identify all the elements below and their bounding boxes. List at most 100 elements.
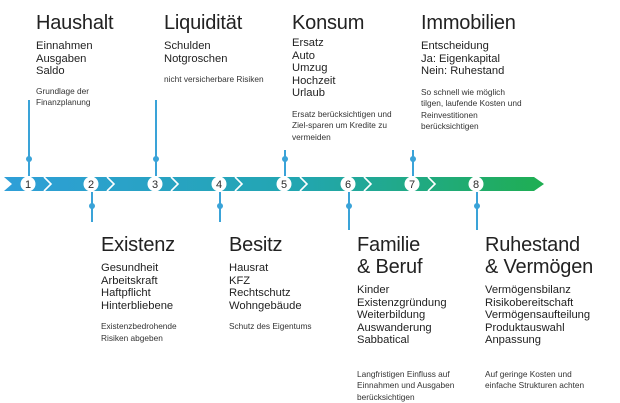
stage-title: Ruhestand & Vermögen: [485, 234, 594, 278]
timeline-chevron: [427, 176, 437, 192]
stage-item: Risikobereitschaft: [485, 296, 574, 309]
stage-item: Vermögensaufteilung: [485, 309, 591, 322]
stage-liquiditaet: Liquidität Schulden Notgroschen nicht ve…: [164, 12, 264, 86]
stage-item: Nein: Ruhestand: [421, 65, 505, 78]
stage-item: Weiterbildung: [357, 309, 426, 322]
stage-item: Schulden: [164, 40, 211, 52]
stage-items: Schulden Notgroschen: [164, 40, 264, 65]
stage-item: Auto: [292, 49, 316, 62]
stage-note: Existenzbedrohende Risiken abgeben: [101, 321, 177, 343]
stage-note: Schutz des Eigentums: [229, 321, 312, 332]
stage-item: Einnahmen: [36, 40, 93, 52]
stage-existenz: Existenz Gesundheit Arbeitskraft Haftpfl…: [101, 234, 177, 344]
timeline-node-5: [276, 176, 292, 192]
stage-item: Umzug: [292, 62, 328, 75]
timeline-chevron: [363, 176, 373, 192]
stage-note: Grundlage der Finanzplanung: [36, 85, 91, 108]
stage-item: Ausgaben: [36, 52, 87, 65]
stage-title: Existenz: [101, 234, 175, 256]
timeline-chevron: [170, 176, 180, 192]
stage-konsum: Konsum Ersatz Auto Umzug Hochzeit Urlaub…: [292, 12, 392, 143]
timeline-chevron: [106, 176, 116, 192]
stage-item: Gesundheit: [101, 262, 159, 274]
stage-item: Entscheidung: [421, 40, 489, 52]
stage-familie: Familie & Beruf Kinder Existenzgründung …: [357, 234, 454, 403]
stage-ruhestand: Ruhestand & Vermögen Vermögensbilanz Ris…: [485, 234, 593, 392]
stage-title: Familie & Beruf: [357, 234, 423, 278]
timeline-chevron: [299, 176, 309, 192]
stage-note: Ersatz berücksichtigen und Ziel-sparen u…: [292, 108, 392, 142]
connector-6: [348, 192, 350, 230]
stage-haushalt: Haushalt Einnahmen Ausgaben Saldo Grundl…: [36, 12, 114, 109]
timeline-node-label: 8: [473, 179, 479, 191]
connector-dot-1: [26, 156, 32, 162]
connector-dot-3: [153, 156, 159, 162]
stage-title: Konsum: [292, 12, 365, 34]
stage-item: Kinder: [357, 284, 390, 296]
timeline-node-label: 4: [216, 179, 222, 191]
stage-items: Ersatz Auto Umzug Hochzeit Urlaub: [292, 37, 392, 100]
connector-7: [412, 150, 414, 176]
stage-item: Hausrat: [229, 262, 269, 274]
connector-dot-8: [474, 203, 480, 209]
stage-item: Saldo: [36, 65, 65, 78]
timeline-node-2: [83, 176, 99, 192]
stage-item: Auswanderung: [357, 321, 432, 334]
timeline-node-label: 1: [25, 179, 31, 191]
stage-immobilien: Immobilien Entscheidung Ja: Eigenkapital…: [421, 12, 522, 133]
stage-item: Sabbatical: [357, 334, 410, 347]
stage-items: Vermögensbilanz Risikobereitschaft Vermö…: [485, 284, 593, 347]
stage-items: Entscheidung Ja: Eigenkapital Nein: Ruhe…: [421, 40, 522, 78]
stage-item: Haftpflicht: [101, 287, 151, 300]
stage-item: Arbeitskraft: [101, 274, 158, 287]
stage-item: KFZ: [229, 274, 251, 287]
stage-note: nicht versicherbare Risiken: [164, 74, 264, 85]
timeline-node-8: [468, 176, 484, 192]
stage-item: Ja: Eigenkapital: [421, 52, 500, 65]
connector-dot-7: [410, 156, 416, 162]
timeline-arrow: 1 2 3 4 5 6 7 8: [4, 176, 544, 192]
timeline-node-4: [211, 176, 227, 192]
connector-dot-5: [282, 156, 288, 162]
timeline-chevron: [43, 176, 53, 192]
timeline-node-label: 2: [88, 179, 94, 191]
stage-item: Rechtschutz: [229, 287, 291, 300]
stage-item: Existenzgründung: [357, 296, 447, 309]
stage-item: Vermögensbilanz: [485, 284, 571, 296]
stage-item: Produktauswahl: [485, 321, 565, 334]
connector-1: [28, 100, 30, 176]
stage-item: Urlaub: [292, 87, 325, 100]
stage-item: Anpassung: [485, 334, 541, 347]
timeline-node-label: 7: [409, 179, 415, 191]
stage-item: Ersatz: [292, 37, 324, 49]
stage-besitz: Besitz Hausrat KFZ Rechtschutz Wohngebäu…: [229, 234, 312, 333]
connector-5: [284, 150, 286, 176]
timeline-node-label: 5: [281, 179, 287, 191]
stage-item: Hochzeit: [292, 74, 336, 87]
connector-3: [155, 100, 157, 176]
timeline-node-1: [20, 176, 36, 192]
stage-title: Immobilien: [421, 12, 516, 34]
stage-item: Wohngebäude: [229, 299, 302, 312]
stage-item: Hinterbliebene: [101, 299, 174, 312]
stage-note: So schnell wie möglich tilgen, laufende …: [421, 86, 522, 132]
timeline-chevron: [234, 176, 244, 192]
stage-item: Notgroschen: [164, 52, 228, 65]
stage-items: Kinder Existenzgründung Weiterbildung Au…: [357, 284, 454, 347]
connector-8: [476, 192, 478, 230]
timeline-node-3: [147, 176, 163, 192]
stage-items: Einnahmen Ausgaben Saldo: [36, 40, 113, 78]
connector-dot-6: [346, 203, 352, 209]
stage-items: Gesundheit Arbeitskraft Haftpflicht Hint…: [101, 262, 177, 312]
stage-title: Haushalt: [36, 12, 114, 34]
stage-note: Auf geringe Kosten und einfache Struktur…: [485, 368, 585, 391]
stage-note: Langfristigen Einfluss auf Einnahmen und…: [357, 368, 455, 402]
timeline-node-label: 3: [152, 179, 158, 191]
stage-title: Besitz: [229, 234, 283, 256]
connector-dot-2: [89, 203, 95, 209]
stage-title: Liquidität: [164, 12, 243, 34]
timeline-node-label: 6: [345, 179, 351, 191]
connector-dot-4: [217, 203, 223, 209]
timeline-node-7: [404, 176, 420, 192]
